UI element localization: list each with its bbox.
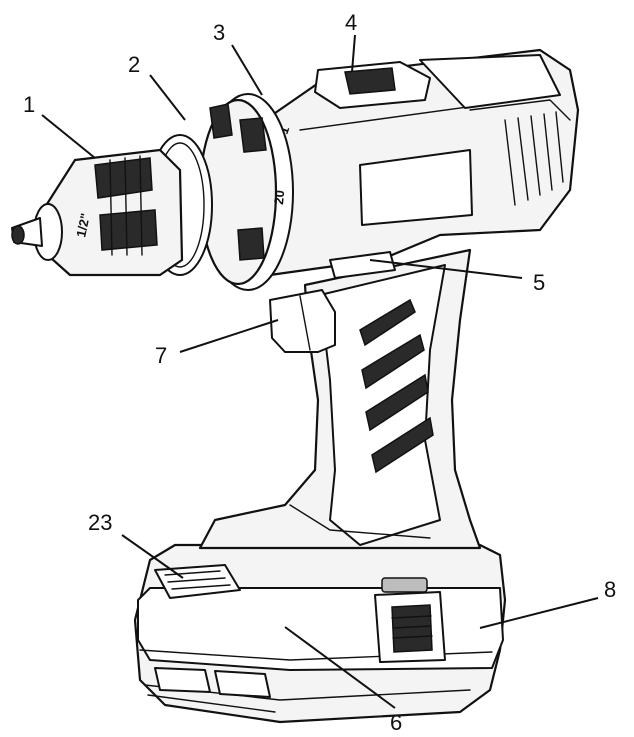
callout-8: 8 (604, 577, 616, 602)
callout-labels: 1 2 3 4 5 7 23 8 6 (23, 10, 616, 735)
callout-4: 4 (345, 10, 357, 35)
chuck: 1/2" (11, 148, 184, 277)
motor-housing (243, 48, 580, 279)
callout-3: 3 (213, 20, 225, 45)
chuck-size-text: 1/2" (73, 212, 93, 239)
callout-5: 5 (533, 270, 545, 295)
handle (198, 248, 482, 550)
leader-lines (41, 34, 599, 709)
callout-7: 7 (155, 343, 167, 368)
callout-6: 6 (390, 710, 402, 735)
torque-setting-text: 20 (271, 190, 287, 206)
gear-selector: 1 (276, 61, 431, 136)
gear-setting-text: 1 (276, 124, 293, 136)
torque-collar: 20 (198, 93, 294, 291)
callout-1: 1 (23, 92, 35, 117)
callout-23: 23 (88, 510, 112, 535)
trigger (269, 289, 336, 353)
callout-2: 2 (128, 52, 140, 77)
battery-pack (133, 543, 507, 724)
